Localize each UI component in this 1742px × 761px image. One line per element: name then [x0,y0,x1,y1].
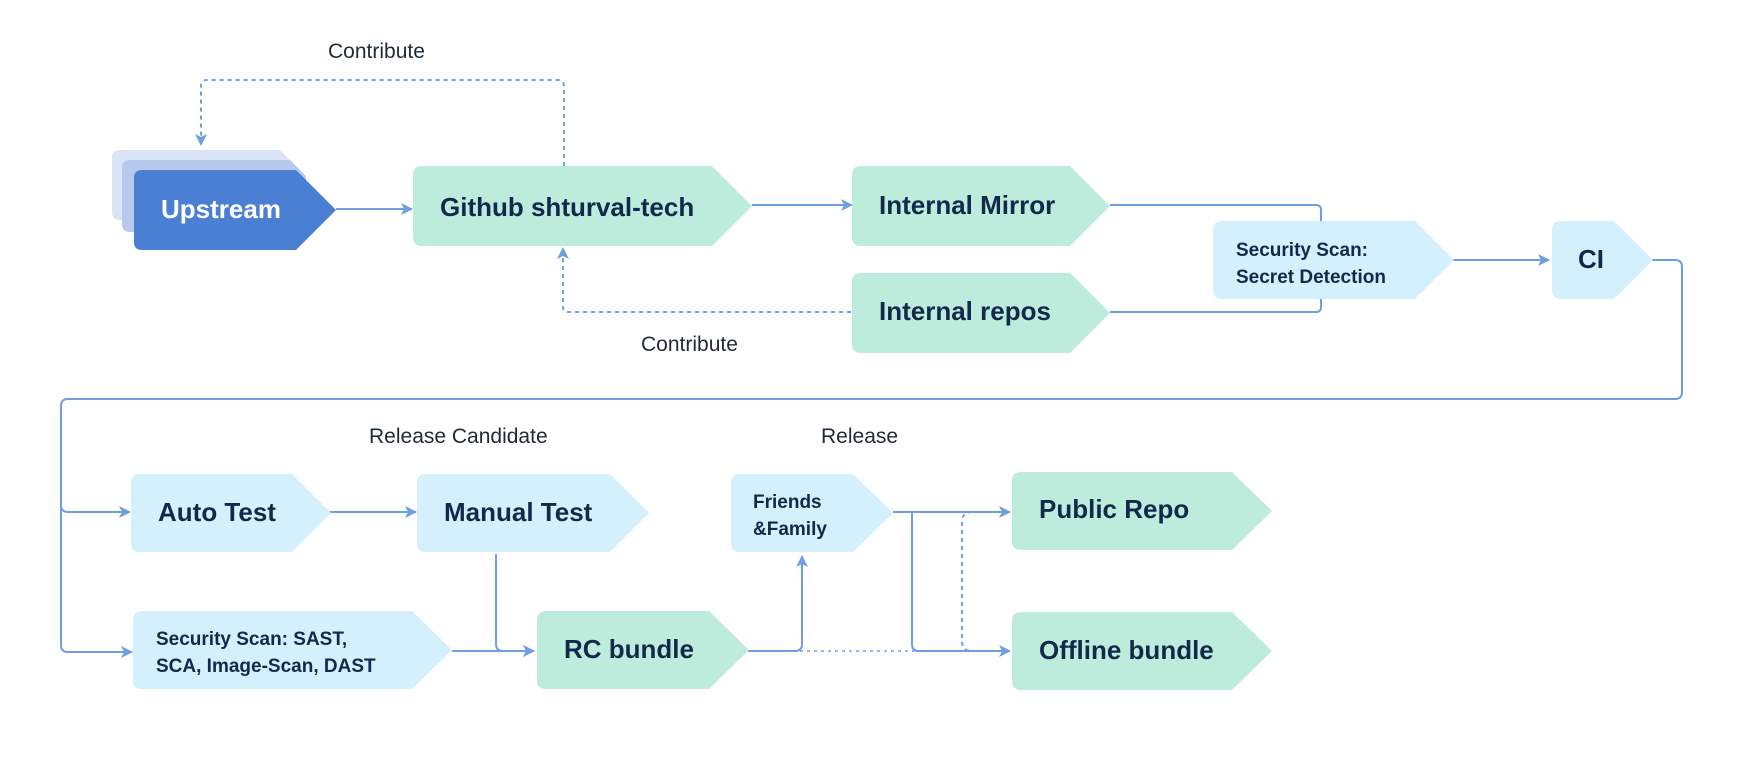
contribute-top-label: Contribute [328,40,425,63]
edge-friends-to-offline [911,512,1011,657]
edge-public-offline-dashed [961,511,973,652]
node-internal-mirror: Internal Mirror [852,166,1110,246]
security-scan-sast-label-line2: SCA, Image-Scan, DAST [156,656,376,677]
upstream-shape [134,170,336,250]
offline-bundle-shape [1012,612,1272,690]
public-repo-shape [1012,472,1272,550]
edge-rcbundle-to-friends [748,555,808,652]
auto-test-shape [131,474,331,552]
github-label: Github shturval-tech [440,192,694,222]
offline-bundle-label: Offline bundle [1039,635,1214,665]
node-github: Github shturval-tech [413,166,752,246]
edge-manualtest-to-rcbundle [495,554,535,657]
node-ci: CI [1552,221,1653,299]
node-security-scan-secret: Security Scan: Secret Detection [1213,221,1454,299]
manual-test-label: Manual Test [444,497,593,527]
public-repo-label: Public Repo [1039,494,1189,524]
release-label: Release [821,425,898,448]
node-upstream: Upstream [112,150,336,250]
internal-repos-shape [852,273,1110,353]
node-manual-test: Manual Test [417,474,649,552]
internal-mirror-label: Internal Mirror [879,190,1055,220]
friends-family-label-line1: Friends [753,492,822,513]
edge-ci-to-sast-scan [60,505,133,658]
github-shape [413,166,752,246]
edge-repos-to-secret-scan [1110,298,1322,313]
friends-family-label-line2: &Family [753,519,827,540]
edge-mirror-to-secret-scan [1110,204,1322,221]
rc-bundle-label: RC bundle [564,634,694,664]
friends-family-shape [731,474,893,552]
node-security-scan-sast: Security Scan: SAST, SCA, Image-Scan, DA… [133,611,452,689]
auto-test-label: Auto Test [158,497,276,527]
edges [60,79,1683,658]
upstream-label: Upstream [161,194,281,224]
security-scan-secret-label-line2: Secret Detection [1236,267,1386,288]
edge-contribute-repos-to-github [557,247,851,313]
contribute-bottom-label: Contribute [641,333,738,356]
node-auto-test: Auto Test [131,474,331,552]
node-offline-bundle: Offline bundle [1012,612,1272,690]
security-scan-secret-label-line1: Security Scan: [1236,240,1368,261]
internal-repos-label: Internal repos [879,296,1051,326]
node-internal-repos: Internal repos [852,273,1110,353]
edge-contribute-github-to-upstream [195,79,565,166]
manual-test-shape [417,474,649,552]
ci-shape [1552,221,1653,299]
internal-mirror-shape [852,166,1110,246]
node-public-repo: Public Repo [1012,472,1272,550]
node-rc-bundle: RC bundle [537,611,749,689]
security-scan-sast-shape [133,611,452,689]
security-scan-secret-shape [1213,221,1454,299]
security-scan-sast-label-line1: Security Scan: SAST, [156,629,347,650]
node-friends-family: Friends &Family [731,474,893,552]
release-candidate-label: Release Candidate [369,425,548,448]
rc-bundle-shape [537,611,749,689]
ci-label: CI [1578,244,1604,274]
